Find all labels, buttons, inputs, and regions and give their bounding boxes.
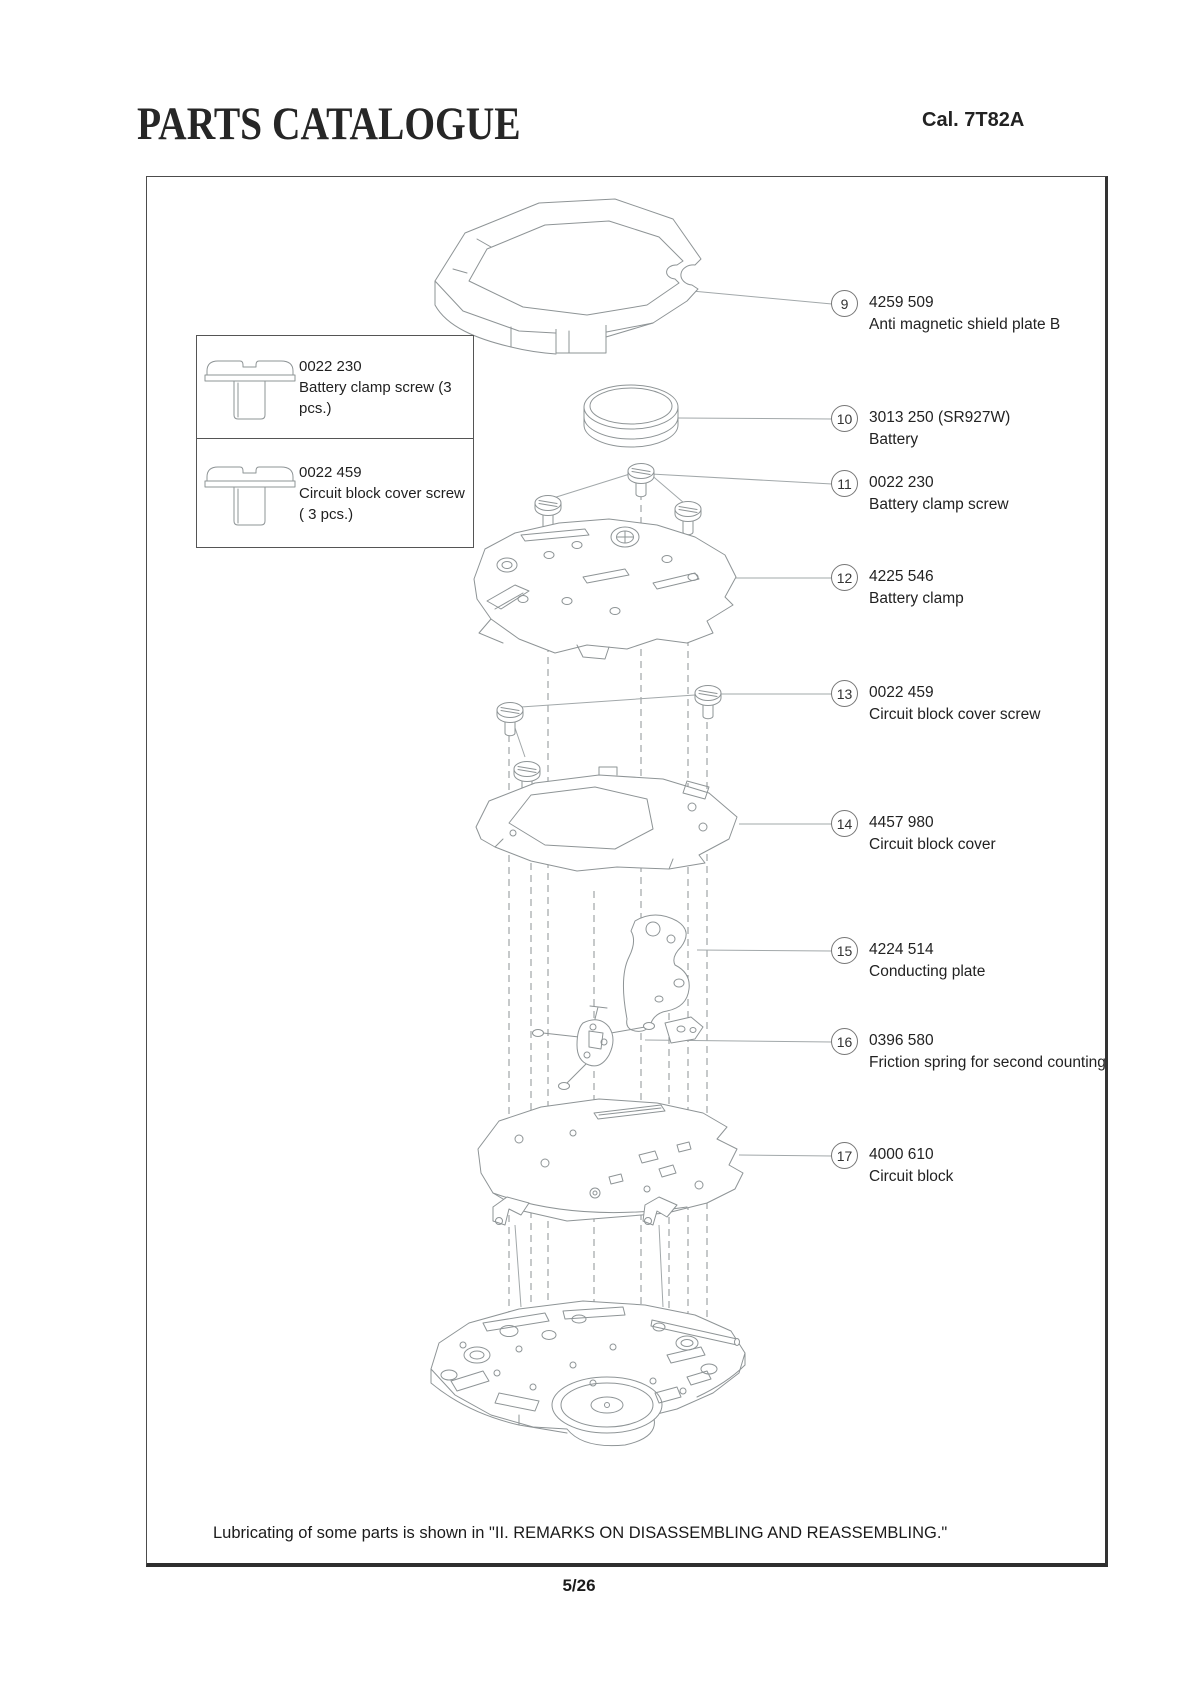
movement-assembly-drawing xyxy=(430,1300,746,1447)
circuit-block-cover-screw-icon xyxy=(204,466,296,526)
callout-ref-circle: 17 xyxy=(831,1142,858,1169)
circuit-block-cover-screws-drawing xyxy=(496,685,722,796)
setting-lever-parts-drawing xyxy=(492,1196,678,1308)
page-title: PARTS CATALOGUE xyxy=(137,98,521,150)
callout-part-name: Battery clamp xyxy=(869,589,964,607)
callout-part-name: Battery clamp screw xyxy=(869,495,1009,513)
circuit-block-drawing xyxy=(477,1098,744,1222)
battery-clamp-screw-icon xyxy=(204,360,296,420)
page-number: 5/26 xyxy=(562,1576,596,1595)
inset-part-name: Circuit block cover screw xyxy=(299,484,465,502)
battery-clamp-screws-drawing xyxy=(534,463,702,536)
callout-part-name: Conducting plate xyxy=(869,962,986,980)
callout-ref-circle: 13 xyxy=(831,680,858,707)
battery-clamp-drawing xyxy=(473,518,737,660)
callout-part-number: 4225 546 xyxy=(869,568,934,585)
battery-drawing xyxy=(583,384,679,448)
callout-part-number: 4224 514 xyxy=(869,941,934,958)
callout-ref-number: 15 xyxy=(836,942,853,959)
callout-part-number: 4457 980 xyxy=(869,814,934,831)
callout-ref-circle: 9 xyxy=(831,290,858,317)
callout-10: 10 3013 250 (SR927W) Battery xyxy=(831,405,1010,450)
inset-item-circuit-block-cover-screw: 0022 459 Circuit block cover screw ( 3 p… xyxy=(197,439,473,547)
callout-part-number: 0022 230 xyxy=(869,474,934,491)
callout-part-name: Battery xyxy=(869,430,919,448)
callout-ref-circle: 12 xyxy=(831,564,858,591)
callout-part-number: 0022 459 xyxy=(869,684,934,701)
callout-part-name: Anti magnetic shield plate B xyxy=(869,315,1061,333)
callout-part-name: Circuit block xyxy=(869,1167,954,1185)
conducting-plate-drawing xyxy=(622,914,704,1044)
exploded-view-drawing xyxy=(430,198,833,1447)
callout-ref-circle: 16 xyxy=(831,1028,858,1055)
callout-ref-number: 16 xyxy=(836,1033,853,1050)
callout-ref-circle: 11 xyxy=(831,470,858,497)
callout-part-name: Friction spring for second counting xyxy=(869,1053,1106,1071)
callout-ref-number: 13 xyxy=(836,685,853,702)
callout-part-number: 4000 610 xyxy=(869,1146,934,1163)
callout-part-number: 0396 580 xyxy=(869,1032,934,1049)
diagram-frame: 0022 230 Battery clamp screw (3 pcs.) 00… xyxy=(146,176,1108,1567)
lubricating-footnote: Lubricating of some parts is shown in "I… xyxy=(213,1524,948,1542)
callout-ref-number: 12 xyxy=(836,569,853,586)
callout-part-name: Circuit block cover screw xyxy=(869,705,1041,723)
callout-ref-circle: 15 xyxy=(831,937,858,964)
inset-item-battery-clamp-screw: 0022 230 Battery clamp screw (3 pcs.) xyxy=(197,336,473,439)
callout-ref-number: 9 xyxy=(840,295,849,312)
inset-part-name: Battery clamp screw (3 pcs.) xyxy=(299,378,452,417)
callout-part-number: 3013 250 (SR927W) xyxy=(869,409,1011,426)
callout-ref-number: 14 xyxy=(836,815,853,832)
callout-ref-number: 10 xyxy=(836,410,853,427)
inset-screw-box: 0022 230 Battery clamp screw (3 pcs.) 00… xyxy=(196,335,474,548)
callout-ref-number: 17 xyxy=(836,1147,853,1164)
callout-ref-number: 11 xyxy=(837,475,852,492)
caliber-label: Cal. 7T82A xyxy=(922,109,1025,131)
callout-part-number: 4259 509 xyxy=(869,294,934,311)
inset-part-number: 0022 230 xyxy=(299,357,362,375)
anti-magnetic-shield-plate-drawing xyxy=(434,198,702,355)
inset-part-number: 0022 459 xyxy=(299,463,362,481)
callout-part-name: Circuit block cover xyxy=(869,835,996,853)
friction-spring-drawing xyxy=(532,1005,655,1090)
callout-ref-circle: 14 xyxy=(831,810,858,837)
inset-part-name-line2: ( 3 pcs.) xyxy=(299,505,354,523)
callout-ref-circle: 10 xyxy=(831,405,858,432)
circuit-block-cover-drawing xyxy=(475,766,738,872)
